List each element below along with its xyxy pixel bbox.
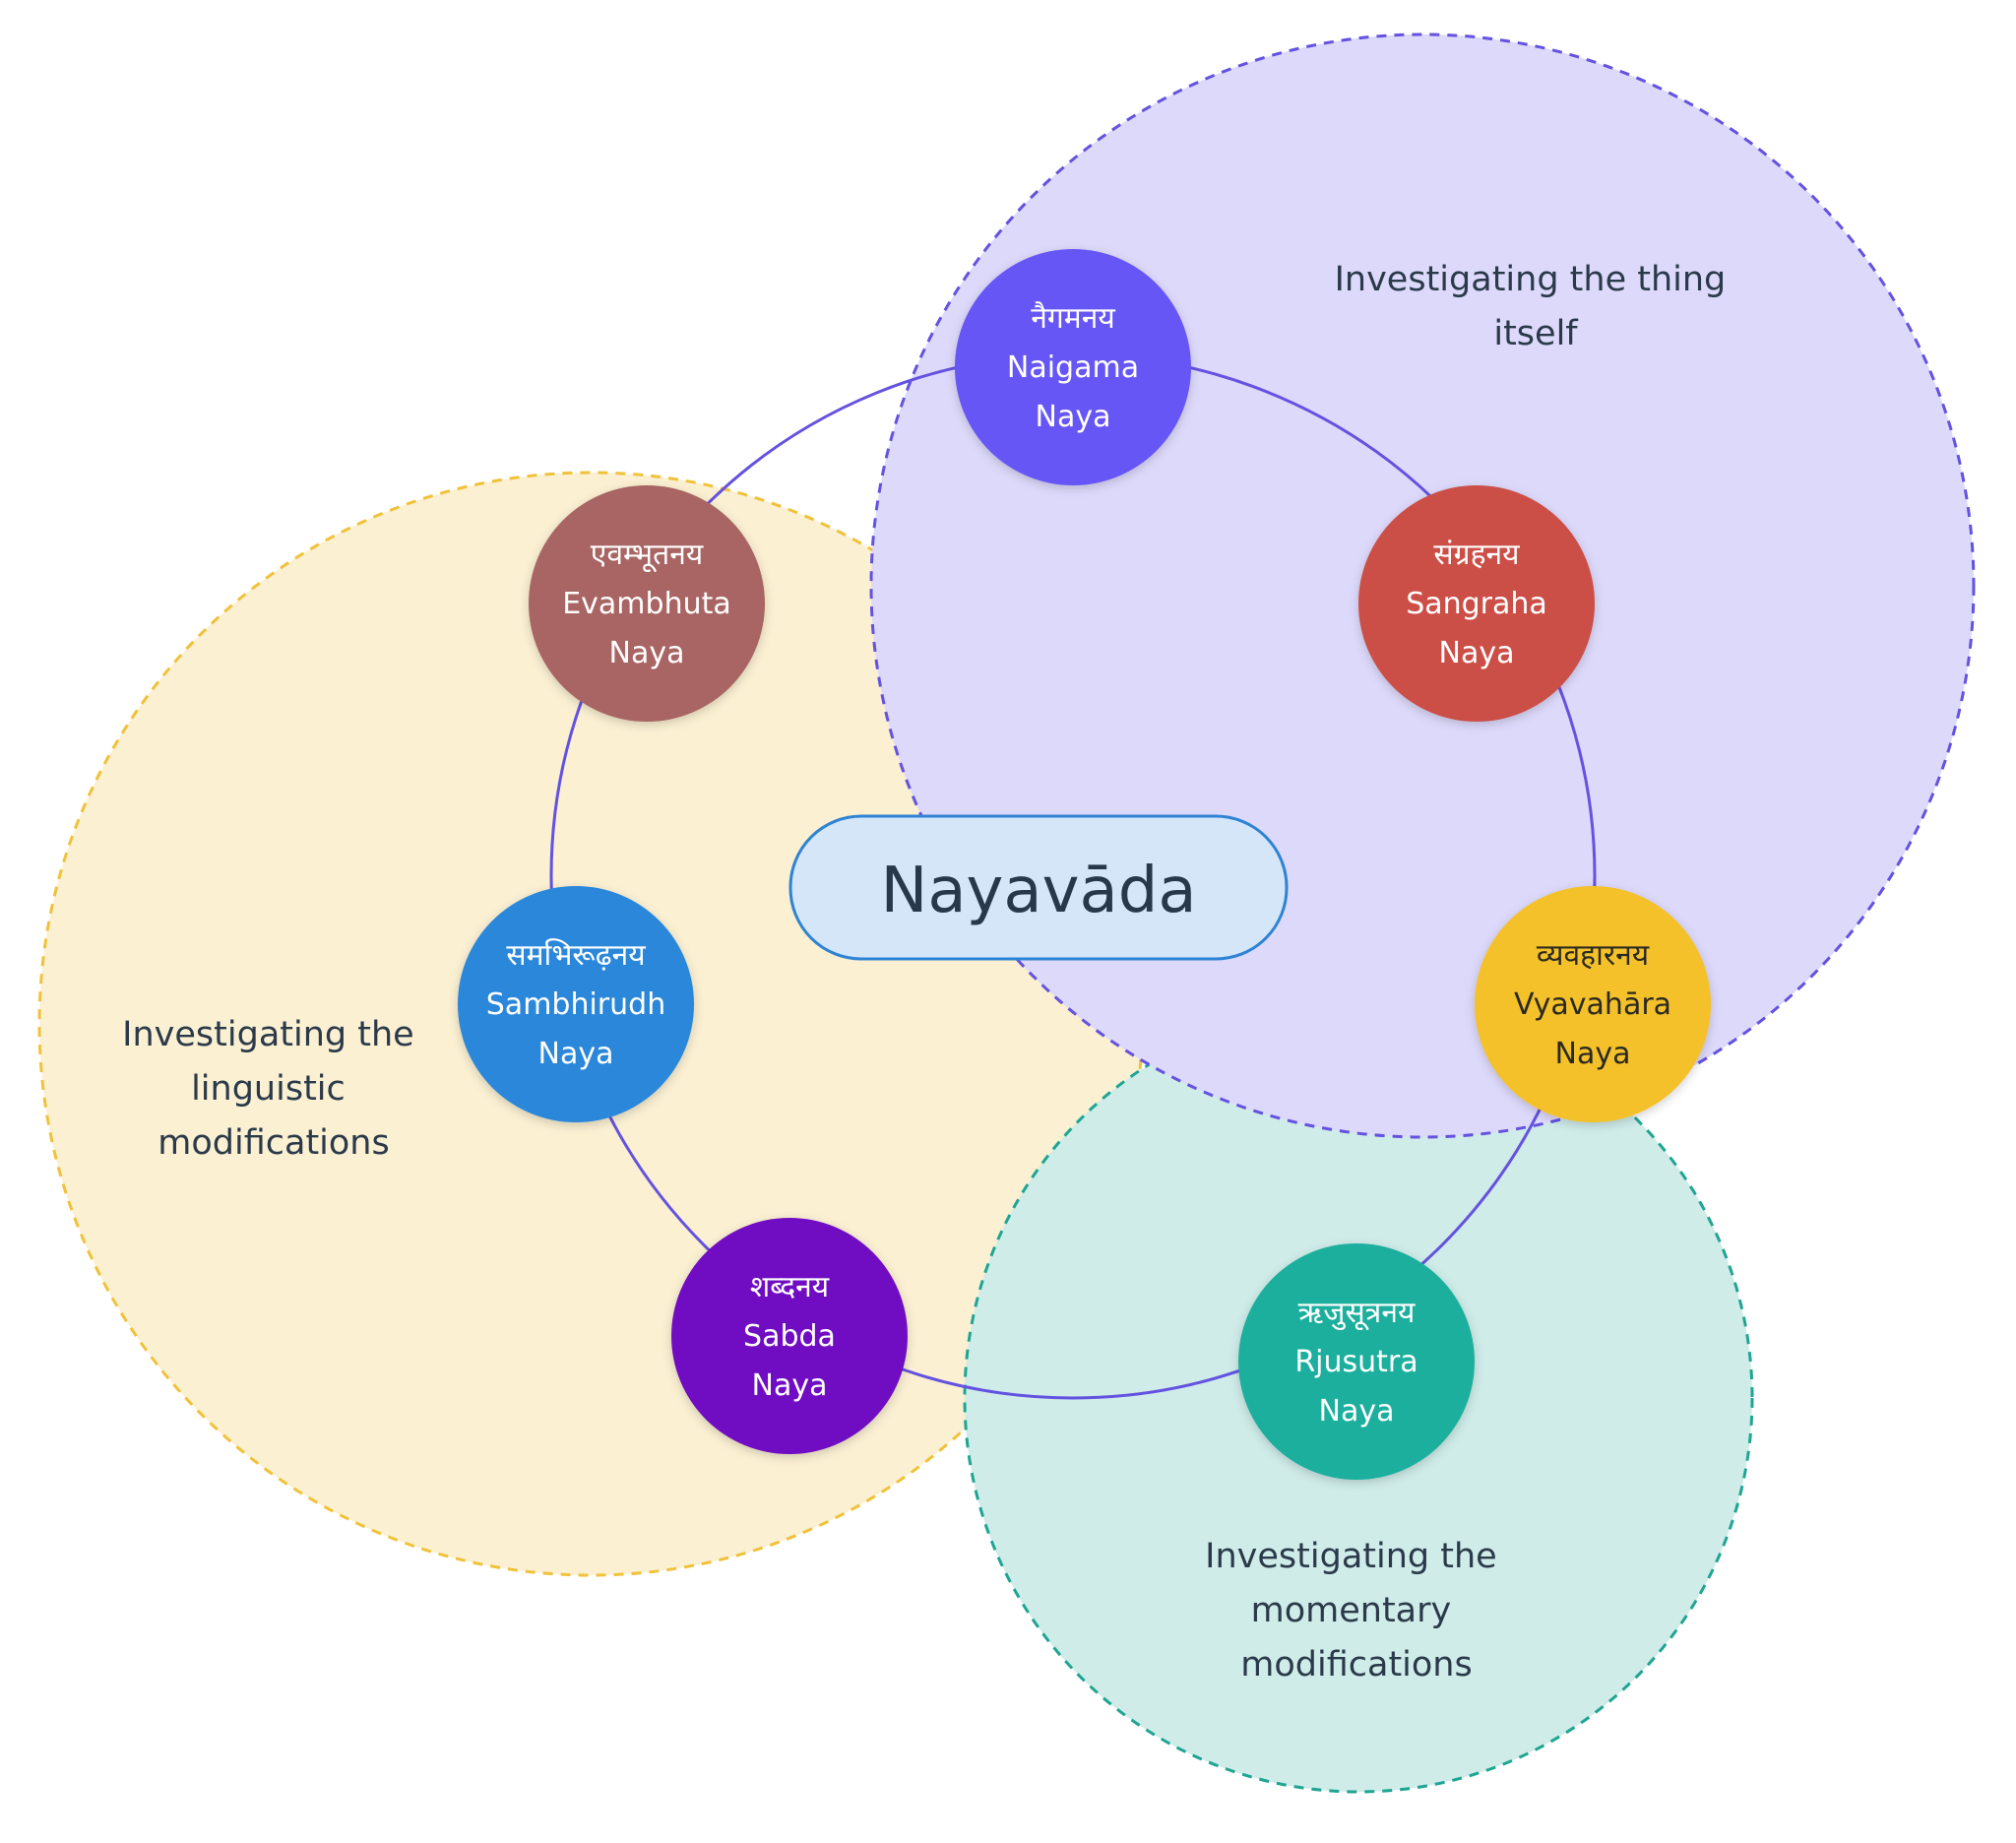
region-linguistic-line-1: Investigating the [122,1015,414,1054]
node-evambhuta-suffix: Naya [609,636,685,670]
region-thing-line-2: itself [1493,314,1578,353]
node-naigama-devanagari: नैगमनय [1031,301,1115,336]
node-vyavahara: व्यवहारनय Vyavahāra Naya [1475,886,1711,1122]
node-naigama-circle [955,249,1191,485]
region-momentary-line-1: Investigating the [1205,1537,1497,1576]
node-sabda-devanagari: शब्दनय [750,1270,830,1304]
node-evambhuta: एवम्भूतनय Evambhuta Naya [529,485,765,722]
node-naigama-suffix: Naya [1036,400,1111,434]
node-rjusutra: ऋजुसूत्रनय Rjusutra Naya [1238,1243,1475,1480]
node-vyavahara-devanagari: व्यवहारनय [1537,938,1650,973]
node-naigama-name: Naigama [1007,350,1139,385]
region-linguistic-label: Investigating the linguistic modificatio… [122,1015,425,1163]
node-sambhirudh-circle [458,886,694,1122]
node-sabda-suffix: Naya [752,1368,828,1403]
node-rjusutra-devanagari: ऋजुसूत्रनय [1298,1296,1416,1331]
region-thing-label: Investigating the thing itself [1335,260,1737,353]
node-naigama: नैगमनय Naigama Naya [955,249,1191,485]
node-vyavahara-name: Vyavahāra [1514,987,1671,1022]
node-sambhirudh-suffix: Naya [538,1037,614,1071]
region-momentary-label: Investigating the momentary modification… [1205,1537,1508,1684]
node-vyavahara-suffix: Naya [1555,1037,1631,1071]
region-linguistic-line-3: modifications [158,1123,389,1163]
node-sangraha-suffix: Naya [1439,636,1515,670]
node-rjusutra-circle [1238,1243,1475,1480]
node-rjusutra-suffix: Naya [1319,1394,1395,1429]
node-sangraha-circle [1358,485,1595,722]
node-evambhuta-name: Evambhuta [562,587,731,621]
region-momentary-line-2: momentary [1251,1591,1452,1630]
center-pill [788,814,1289,961]
node-sangraha: संग्रहनय Sangraha Naya [1358,485,1595,722]
region-momentary-line-3: modifications [1240,1645,1472,1684]
node-sangraha-name: Sangraha [1406,587,1547,621]
naya-nodes: नैगमनय Naigama Naya संग्रहनय Sangraha Na… [458,249,1711,1480]
region-linguistic-line-2: linguistic [191,1069,346,1109]
node-sambhirudh-name: Sambhirudh [486,987,665,1022]
center-label: Nayavāda [880,855,1196,927]
region-thing-line-1: Investigating the thing [1335,260,1727,299]
node-sabda-name: Sabda [743,1319,836,1354]
node-evambhuta-circle [529,485,765,722]
node-evambhuta-devanagari: एवम्भूतनय [591,538,704,573]
node-sangraha-devanagari: संग्रहनय [1433,538,1520,572]
node-vyavahara-circle [1475,886,1711,1122]
node-sambhirudh-devanagari: समभिरूढ़नय [506,938,646,973]
center-node: Nayavāda [788,814,1289,961]
node-sambhirudh: समभिरूढ़नय Sambhirudh Naya [458,886,694,1122]
node-rjusutra-name: Rjusutra [1294,1345,1418,1379]
node-sabda: शब्दनय Sabda Naya [671,1218,908,1454]
node-sabda-circle [671,1218,908,1454]
